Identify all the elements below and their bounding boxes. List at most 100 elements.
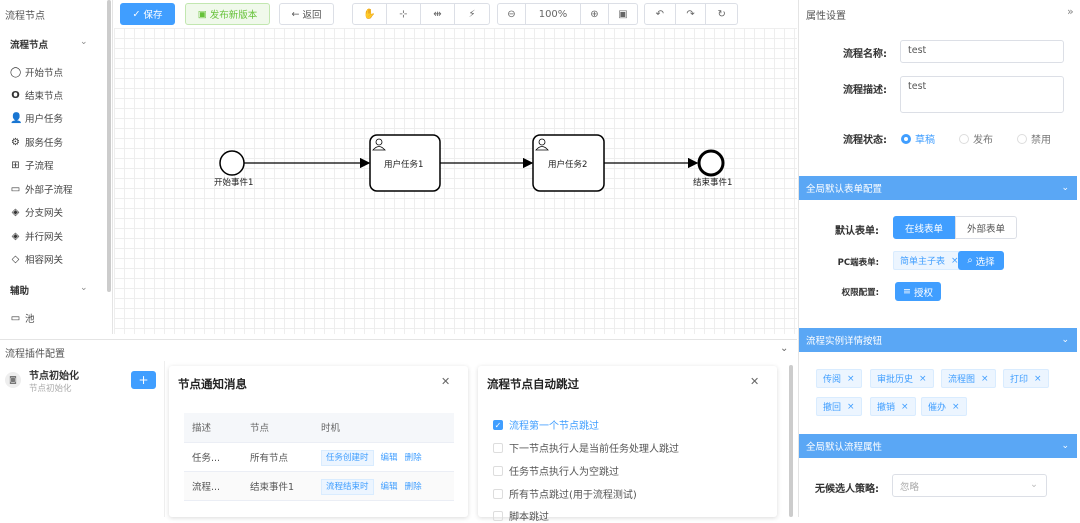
desc-textarea[interactable]: test [900, 76, 1064, 113]
auto-skip-card: 流程节点自动跳过 ✕ ✓流程第一个节点跳过 下一节点执行人是当前任务处理人跳过 … [478, 366, 777, 523]
start-event[interactable] [219, 150, 245, 176]
timing-tag: 流程结束时 [321, 478, 374, 495]
select-button[interactable]: ⌕选择 [958, 251, 1004, 270]
zoom-level: 100% [526, 4, 581, 24]
close-icon[interactable]: × [847, 401, 855, 412]
skip-option[interactable]: ✓流程第一个节点跳过 [493, 419, 599, 432]
end-event[interactable] [697, 149, 725, 177]
chevron-down-icon: ⌄ [1030, 479, 1038, 490]
button-tag: 流程图× [941, 369, 996, 388]
section-global-attrs[interactable]: 全局默认流程属性⌄ [799, 434, 1077, 458]
reset-icon[interactable]: ↻ [717, 8, 726, 20]
bottom-scrollbar[interactable] [789, 365, 793, 517]
radio-icon [1017, 133, 1027, 144]
chevron-down-icon[interactable]: ⌄ [80, 283, 88, 293]
publish-button[interactable]: ▣发布新版本 [185, 3, 270, 25]
chevron-down-icon: ⌄ [1061, 183, 1069, 193]
name-input[interactable]: test [900, 40, 1064, 63]
zoom-in-icon[interactable]: ⊕ [581, 4, 609, 24]
skip-option[interactable]: 所有节点跳过(用于流程测试) [493, 486, 637, 501]
palette-item-inclusive-gateway[interactable]: ◇相容网关 [11, 253, 64, 267]
delete-link[interactable]: 删除 [404, 481, 422, 492]
button-tag: 审批历史× [870, 369, 934, 388]
redo-icon[interactable]: ↷ [676, 4, 707, 24]
connect-tool-icon[interactable]: ⚡ [468, 8, 476, 20]
palette-item-external-subprocess[interactable]: ▭外部子流程 [10, 183, 73, 197]
palette-item-user-task[interactable]: 👤用户任务 [10, 112, 64, 126]
space-tool-icon[interactable]: ⇹ [421, 4, 455, 24]
edit-link[interactable]: 编辑 [380, 452, 398, 463]
status-radio-draft[interactable]: 草稿 [901, 131, 935, 146]
no-candidate-select[interactable]: 忽略⌄ [892, 474, 1047, 497]
checkbox-icon [493, 510, 503, 521]
bold-circle-icon: O [11, 89, 20, 101]
task1-label: 用户任务1 [384, 160, 424, 170]
gateway-x-icon: ◈ [11, 206, 20, 218]
close-icon[interactable]: × [1034, 373, 1042, 384]
palette-scrollbar[interactable] [107, 0, 111, 292]
authorize-button[interactable]: ≡授权 [895, 282, 941, 301]
permission-label: 权限配置: [841, 288, 879, 298]
status-radio-disabled[interactable]: 禁用 [1017, 131, 1051, 146]
chevron-down-icon[interactable]: ⌄ [80, 37, 88, 47]
palette-group-flow-nodes[interactable]: 流程节点 [10, 40, 49, 51]
collapse-icon[interactable]: » [1067, 5, 1074, 18]
palette-item-pool[interactable]: ▭池 [10, 312, 35, 326]
section-form-config[interactable]: 全局默认表单配置⌄ [799, 176, 1077, 200]
chevron-down-icon[interactable]: ⌄ [780, 343, 789, 354]
skip-option[interactable]: 任务节点执行人为空跳过 [493, 463, 619, 478]
close-icon[interactable]: × [951, 255, 959, 266]
history-group: ↶ ↷ ↻ [644, 3, 738, 25]
skip-option[interactable]: 下一节点执行人是当前任务处理人跳过 [493, 440, 679, 455]
publish-icon: ▣ [197, 8, 207, 20]
close-icon[interactable]: × [952, 401, 960, 412]
online-form-button[interactable]: 在线表单 [893, 216, 955, 239]
user-icon [535, 138, 549, 151]
palette-item-service-task[interactable]: ⚙服务任务 [11, 136, 64, 150]
lasso-tool-icon[interactable]: ⊹ [387, 4, 421, 24]
edit-link[interactable]: 编辑 [380, 481, 398, 492]
col-node: 节点 [242, 413, 313, 443]
palette-item-subprocess[interactable]: ⊞子流程 [11, 159, 54, 173]
close-icon[interactable]: ✕ [750, 375, 760, 388]
palette-title: 流程节点 [5, 11, 45, 22]
close-icon[interactable]: × [847, 373, 855, 384]
button-tag: 撤销× [870, 397, 916, 416]
desc-label: 流程描述: [843, 85, 887, 96]
radio-icon [901, 133, 911, 144]
add-plugin-button[interactable]: + [131, 371, 156, 389]
palette-item-start[interactable]: ◯开始节点 [10, 66, 64, 80]
palette-item-parallel-gateway[interactable]: ◈并行网关 [11, 230, 64, 244]
undo-icon[interactable]: ↶ [645, 4, 676, 24]
close-icon[interactable]: × [981, 373, 989, 384]
bpmn-canvas[interactable]: 开始事件1 用户任务1 用户任务2 结束事件1 [114, 28, 797, 334]
tool-group: ✋ ⊹ ⇹ ⚡ [352, 3, 490, 25]
close-icon[interactable]: ✕ [441, 375, 451, 388]
palette-group-aux[interactable]: 辅助 [10, 286, 30, 297]
section-detail-buttons[interactable]: 流程实例详情按钮⌄ [799, 328, 1077, 352]
auto-skip-title: 流程节点自动跳过 [487, 377, 579, 391]
plugin-name[interactable]: 节点初始化 [29, 371, 79, 382]
zoom-group: ⊖ 100% ⊕ ▣ [497, 3, 638, 25]
skip-option[interactable]: 脚本跳过 [493, 508, 549, 523]
zoom-out-icon[interactable]: ⊖ [498, 4, 526, 24]
col-desc: 描述 [184, 413, 242, 443]
back-button[interactable]: ←返回 [279, 3, 334, 25]
palette-item-exclusive-gateway[interactable]: ◈分支网关 [11, 206, 64, 220]
pc-form-tag: 简单主子表× [893, 251, 966, 270]
circle-icon: ◯ [10, 66, 22, 78]
close-icon[interactable]: × [919, 373, 927, 384]
camera-icon: ◙ [5, 372, 21, 388]
delete-link[interactable]: 删除 [404, 452, 422, 463]
notify-table: 描述 节点 时机 任务... 所有节点 任务创建时 编辑 删除 流程... 结束… [184, 413, 454, 501]
close-icon[interactable]: × [901, 401, 909, 412]
button-tag: 打印× [1003, 369, 1049, 388]
list-icon: ≡ [903, 286, 911, 297]
external-form-button[interactable]: 外部表单 [955, 216, 1017, 239]
fit-view-icon[interactable]: ▣ [618, 8, 628, 20]
save-button[interactable]: ✓保存 [120, 3, 175, 25]
hand-tool-icon[interactable]: ✋ [353, 4, 387, 24]
status-radio-publish[interactable]: 发布 [959, 131, 993, 146]
